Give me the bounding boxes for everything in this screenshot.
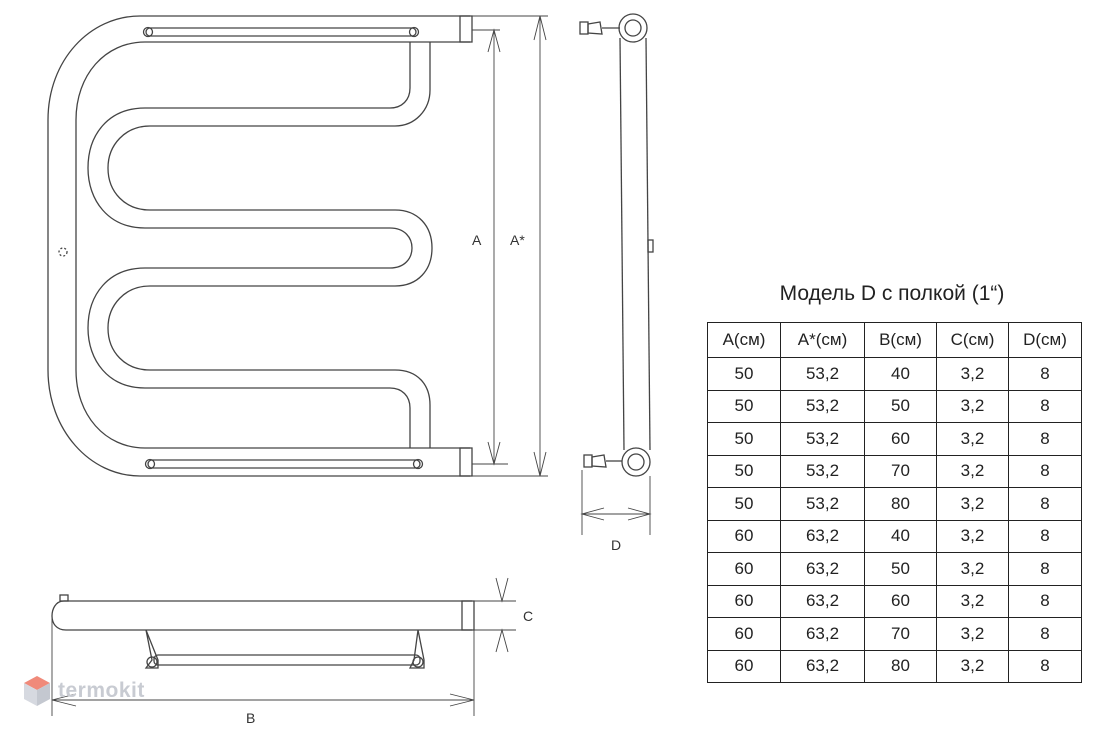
cell: 53,2: [780, 422, 865, 456]
cell: 60: [707, 649, 781, 683]
table-header-row: A(см) A*(см) B(см) C(см) D(см): [707, 322, 1082, 358]
cell: 60: [707, 584, 781, 618]
cell: 40: [864, 519, 937, 553]
cell: 8: [1008, 454, 1082, 488]
label-d: D: [611, 537, 622, 553]
dimension-a-star: [472, 15, 548, 477]
cell: 80: [864, 649, 937, 683]
cell: 8: [1008, 584, 1082, 618]
cell: 60: [707, 552, 781, 586]
dimension-a: [472, 28, 508, 466]
cell: 70: [864, 454, 937, 488]
cell: 53,2: [780, 454, 865, 488]
label-a-star: A*: [510, 232, 525, 248]
cell: 60: [707, 617, 781, 651]
header-d: D(см): [1008, 322, 1082, 358]
cell: 8: [1008, 389, 1082, 423]
cell: 53,2: [780, 487, 865, 521]
cell: 8: [1008, 422, 1082, 456]
cell: 63,2: [780, 519, 865, 553]
cell: 3,2: [936, 519, 1009, 553]
cell: 53,2: [780, 357, 865, 391]
cell: 8: [1008, 649, 1082, 683]
watermark-logo: termokit: [22, 674, 145, 708]
cell: 50: [707, 454, 781, 488]
cell: 8: [1008, 487, 1082, 521]
cell: 63,2: [780, 552, 865, 586]
header-a: A(см): [707, 322, 781, 358]
cell: 8: [1008, 357, 1082, 391]
cell: 50: [864, 389, 937, 423]
cell: 3,2: [936, 357, 1009, 391]
cell: 50: [707, 357, 781, 391]
cube-icon: [24, 676, 50, 706]
cell: 80: [864, 487, 937, 521]
cell: 50: [707, 389, 781, 423]
cell: 63,2: [780, 584, 865, 618]
table-title: Модель D с полкой (1“): [779, 282, 1005, 305]
cell: 60: [864, 422, 937, 456]
cell: 60: [864, 584, 937, 618]
cell: 3,2: [936, 422, 1009, 456]
label-b: B: [246, 710, 256, 726]
cell: 63,2: [780, 649, 865, 683]
cell: 50: [707, 487, 781, 521]
cell: 53,2: [780, 389, 865, 423]
header-a-star: A*(см): [780, 322, 865, 358]
cell: 3,2: [936, 487, 1009, 521]
cell: 50: [864, 552, 937, 586]
side-view-rail: [579, 13, 654, 477]
top-view-rail: [51, 594, 475, 669]
cell: 8: [1008, 617, 1082, 651]
dimension-c: [474, 577, 516, 653]
cell: 60: [707, 519, 781, 553]
cell: 3,2: [936, 617, 1009, 651]
cell: 50: [707, 422, 781, 456]
label-c: C: [523, 608, 534, 624]
cell: 8: [1008, 552, 1082, 586]
label-a: A: [472, 232, 482, 248]
dimension-b: [51, 616, 475, 716]
cell: 70: [864, 617, 937, 651]
cell: 40: [864, 357, 937, 391]
cell: 63,2: [780, 617, 865, 651]
watermark-text: termokit: [58, 679, 145, 702]
cell: 3,2: [936, 649, 1009, 683]
dimension-d: [580, 470, 652, 535]
cell: 3,2: [936, 389, 1009, 423]
front-view-rail: [47, 15, 473, 477]
cell: 3,2: [936, 454, 1009, 488]
header-c: C(см): [936, 322, 1009, 358]
cell: 3,2: [936, 584, 1009, 618]
cell: 8: [1008, 519, 1082, 553]
header-b: B(см): [864, 322, 937, 358]
cell: 3,2: [936, 552, 1009, 586]
